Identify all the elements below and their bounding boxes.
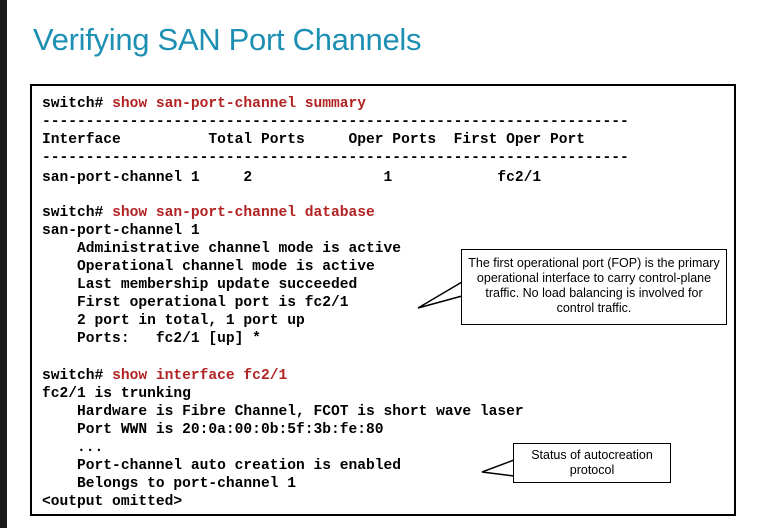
autocreation-callout: Status of autocreation protocol <box>513 443 671 483</box>
fop-callout-pointer <box>417 280 463 309</box>
table-row: san-port-channel 1 2 1 fc2/1 <box>42 170 542 186</box>
output-line: fc2/1 is trunking <box>42 386 191 402</box>
command: show san-port-channel database <box>112 205 375 221</box>
slide-title: Verifying SAN Port Channels <box>33 22 422 57</box>
output-line: First operational port is fc2/1 <box>42 295 349 311</box>
command-line-interface: switch# show interface fc2/1 <box>42 368 287 385</box>
output-line: Port WWN is 20:0a:00:0b:5f:3b:fe:80 <box>42 422 384 438</box>
command: show san-port-channel summary <box>112 96 367 112</box>
table-header: Interface Total Ports Oper Ports First O… <box>42 132 585 148</box>
slide-edge-bar <box>0 0 7 528</box>
command-line-summary: switch# show san-port-channel summary <box>42 96 366 113</box>
autocreation-callout-pointer <box>481 458 515 477</box>
command: show interface fc2/1 <box>112 368 288 384</box>
separator: ----------------------------------------… <box>42 150 629 166</box>
output-line: Operational channel mode is active <box>42 259 375 275</box>
command-line-database: switch# show san-port-channel database <box>42 205 375 222</box>
fop-callout: The first operational port (FOP) is the … <box>461 249 727 325</box>
prompt: switch# <box>42 96 113 112</box>
output-line: Last membership update succeeded <box>42 277 358 293</box>
prompt: switch# <box>42 368 113 384</box>
output-line: Hardware is Fibre Channel, FCOT is short… <box>42 404 524 420</box>
output-line: Administrative channel mode is active <box>42 241 402 257</box>
output-line: Belongs to port-channel 1 <box>42 476 296 492</box>
separator: ----------------------------------------… <box>42 114 629 130</box>
output-line: <output omitted> <box>42 494 183 510</box>
output-line: 2 port in total, 1 port up <box>42 313 305 329</box>
output-line: ... <box>42 440 104 456</box>
output-line: san-port-channel 1 <box>42 223 200 239</box>
output-line: Ports: fc2/1 [up] * <box>42 331 261 347</box>
prompt: switch# <box>42 205 113 221</box>
output-line: Port-channel auto creation is enabled <box>42 458 402 474</box>
